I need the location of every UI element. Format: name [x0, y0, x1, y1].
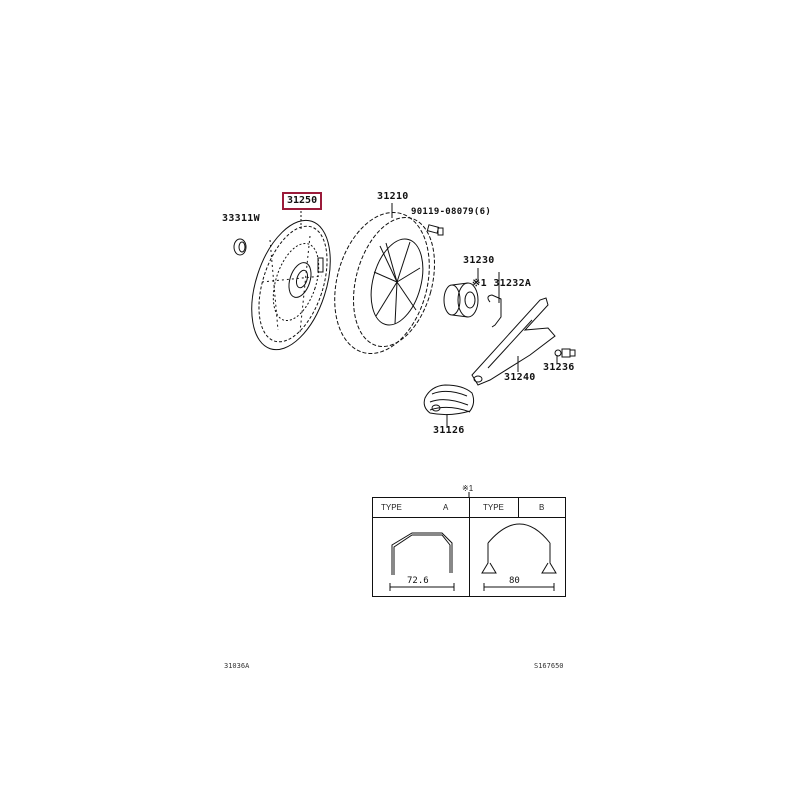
clip-type-b-drawing: [481, 523, 557, 591]
part-label-31210[interactable]: 31210: [377, 191, 409, 202]
bushing-part-icon: [233, 238, 247, 256]
header-divider: [518, 498, 519, 517]
part-label-31240[interactable]: 31240: [504, 372, 536, 383]
part-label-31232a[interactable]: ※1 31232A: [472, 278, 532, 289]
footer-code-right: S167650: [534, 662, 564, 670]
part-label-31250-highlighted[interactable]: 31250: [282, 192, 323, 210]
part-label-31236[interactable]: 31236: [543, 362, 575, 373]
release-fork-part-icon: [471, 297, 556, 386]
type-a-variant: A: [443, 503, 449, 512]
part-label-33311w[interactable]: 33311W: [222, 213, 260, 224]
part-label-31126[interactable]: 31126: [433, 425, 465, 436]
clutch-disc-part-icon: [251, 219, 331, 351]
boot-part-icon: [423, 384, 475, 416]
hub-clip-part-icon: [487, 294, 502, 328]
type-b-label: TYPE: [483, 503, 504, 512]
pivot-ball-part-icon: [554, 348, 576, 358]
clip-type-inset: TYPE A TYPE B 72.6 80: [372, 497, 566, 597]
type-a-dimension: 72.6: [407, 576, 429, 586]
bolt-part-icon: [426, 224, 444, 236]
part-label-90119-08079[interactable]: 90119-08079(6): [411, 207, 492, 217]
type-b-variant: B: [539, 503, 545, 512]
pressure-plate-part-icon: [334, 211, 435, 355]
part-label-31230[interactable]: 31230: [463, 255, 495, 266]
release-bearing-part-icon: [443, 282, 479, 318]
clip-type-a-drawing: [389, 532, 455, 591]
inset-center-divider: [469, 498, 470, 596]
inset-reference-mark: ※1: [462, 484, 474, 493]
footer-code-left: 31036A: [224, 662, 250, 670]
type-a-label: TYPE: [381, 503, 402, 512]
type-b-dimension: 80: [509, 576, 520, 586]
